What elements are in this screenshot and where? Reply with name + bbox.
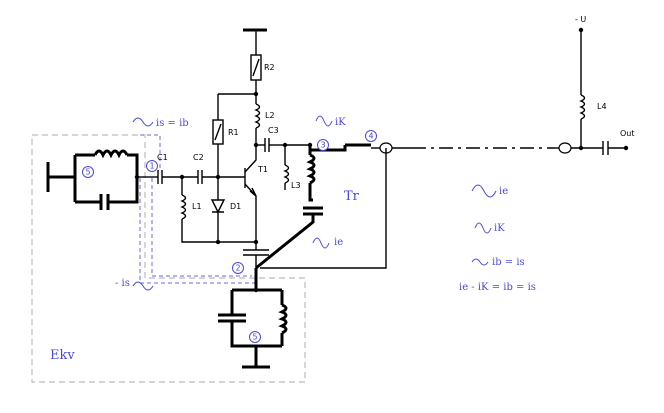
left-tank-circuit bbox=[46, 149, 147, 210]
node-markers: 1 2 3 4 5 5 bbox=[82, 130, 377, 343]
emitter-coupling bbox=[243, 242, 269, 268]
label-l4: L4 bbox=[597, 102, 607, 111]
transistor-t1 bbox=[244, 145, 257, 242]
input-coupling-wiring bbox=[147, 94, 258, 243]
legend-ie: ie bbox=[499, 186, 508, 197]
annot-tr: Tr bbox=[344, 189, 360, 204]
legend-equation: ie - iK = ib = is bbox=[459, 282, 536, 293]
coax-line bbox=[260, 30, 626, 269]
sine-wave-icon bbox=[471, 184, 497, 198]
annot-neg-is: - is bbox=[115, 278, 130, 289]
sine-wave-icon bbox=[312, 237, 330, 249]
label-c3: C3 bbox=[268, 126, 279, 135]
annot-ie: ie bbox=[334, 237, 343, 248]
node-label-1: 1 bbox=[149, 162, 154, 171]
annot-ik: iK bbox=[335, 117, 346, 128]
node-label-3: 3 bbox=[320, 141, 325, 150]
label-c1: C1 bbox=[157, 153, 168, 162]
label-d1: D1 bbox=[230, 202, 241, 211]
current-path-dashed-top bbox=[140, 134, 161, 170]
sine-wave-icon bbox=[132, 117, 154, 127]
label-t1: T1 bbox=[257, 165, 268, 174]
node-label-4: 4 bbox=[368, 132, 373, 141]
sine-wave-icon bbox=[471, 258, 489, 266]
ekv-boundary-box bbox=[31, 134, 306, 383]
sine-wave-icon bbox=[315, 115, 333, 127]
label-out: Out bbox=[620, 129, 635, 138]
sine-wave-icon bbox=[474, 222, 492, 234]
l3-branch bbox=[283, 144, 310, 190]
label-r1: R1 bbox=[228, 128, 239, 137]
node-label-5-bottom: 5 bbox=[252, 333, 257, 342]
label-l1: L1 bbox=[192, 202, 202, 211]
waveform-icons bbox=[132, 115, 497, 291]
label-l3: L3 bbox=[291, 181, 301, 190]
current-path-dashed-inner bbox=[151, 178, 252, 277]
legend-ib-is: ib = is bbox=[492, 257, 525, 268]
annot-is-ib: is = ib bbox=[156, 118, 189, 129]
label-r2: R2 bbox=[264, 63, 275, 72]
label-c2: C2 bbox=[193, 153, 204, 162]
node-label-5-left: 5 bbox=[85, 168, 90, 177]
junction-dots bbox=[134, 27, 629, 293]
annot-ekv: Ekv bbox=[50, 348, 75, 363]
node-label-2: 2 bbox=[235, 264, 240, 273]
tr-transformer bbox=[255, 143, 371, 270]
label-l2: L2 bbox=[265, 111, 275, 120]
legend-ik: iK bbox=[494, 223, 505, 234]
sine-wave-icon bbox=[132, 281, 154, 291]
label-minus-u: - U bbox=[575, 15, 586, 24]
